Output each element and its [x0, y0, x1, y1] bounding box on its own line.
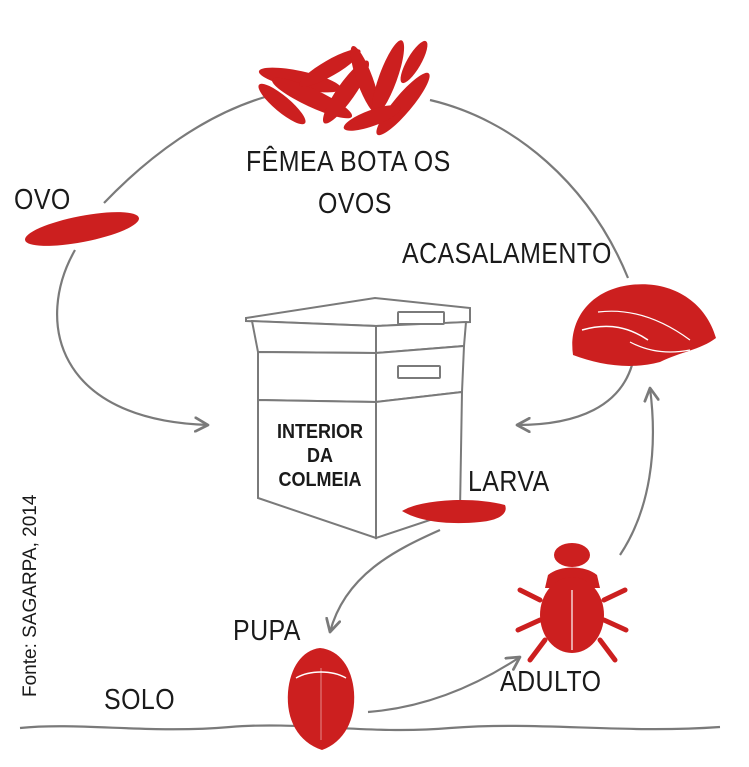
hive-label: INTERIOR DA COLMEIA: [271, 420, 368, 492]
adult-beetle-icon: [515, 543, 629, 663]
label-adulto: ADULTO: [500, 666, 602, 698]
label-pupa: PUPA: [233, 615, 301, 647]
hive-label-line2: DA: [306, 445, 333, 467]
beehive-illustration: [245, 296, 471, 540]
label-larva: LARVA: [468, 466, 550, 498]
pupa-icon: [287, 648, 355, 750]
label-acasalamento: ACASALAMENTO: [402, 238, 612, 270]
hive-label-line3: COLMEIA: [278, 469, 362, 491]
label-femea-line2: OVOS: [318, 188, 392, 220]
egg-cluster-icon: [258, 40, 430, 136]
label-femea-line1: FÊMEA BOTA OS: [246, 146, 451, 178]
soil-line: [19, 724, 721, 732]
arrow-ovo-to-hive: [56, 249, 208, 425]
larva-icon: [402, 500, 506, 524]
egg-icon: [25, 212, 139, 246]
mating-beetles-icon: [572, 284, 716, 366]
label-ovo: OVO: [14, 184, 71, 216]
cycle-arc-top: [103, 95, 630, 279]
label-solo: SOLO: [104, 684, 176, 716]
arrow-pupa-to-adulto: [367, 657, 520, 714]
hive-label-line1: INTERIOR: [276, 421, 364, 443]
source-credit: Fonte: SAGARPA, 2014: [20, 494, 41, 697]
arrow-adulto-to-acasalamento: [619, 388, 653, 556]
arrow-acasalamento-to-hive: [517, 364, 634, 425]
arrow-larva-to-pupa: [330, 528, 441, 632]
